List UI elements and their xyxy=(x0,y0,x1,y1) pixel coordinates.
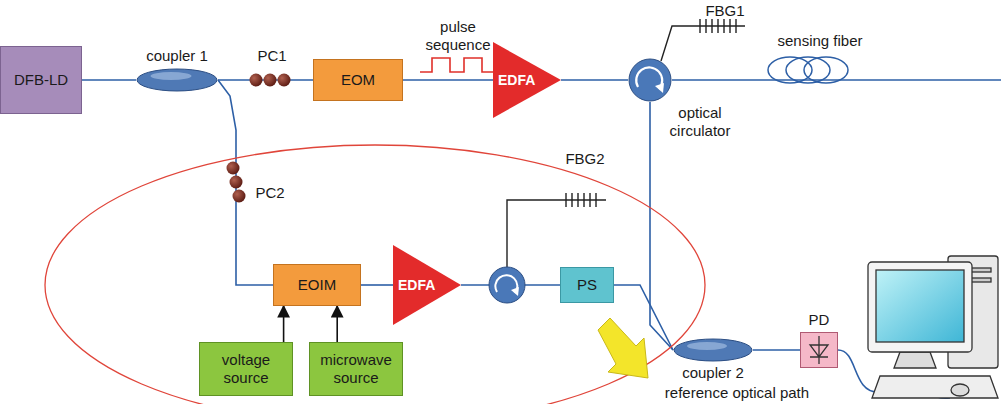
sensing-fiber xyxy=(672,57,1001,83)
control-arrow xyxy=(283,306,285,342)
node-label: coupler 1 xyxy=(146,47,208,65)
node-label: coupler 2 xyxy=(682,364,744,382)
coupler-ellipse: coupler 2 xyxy=(673,338,753,362)
node-label: EDFA xyxy=(398,277,435,294)
node-label: EOIM xyxy=(298,276,336,294)
ellipse-outline xyxy=(136,68,218,92)
amplifier-triangle: EDFA xyxy=(493,42,561,118)
fiber-link xyxy=(82,79,136,81)
photodetector-box: PD xyxy=(800,332,838,368)
fiber-link xyxy=(361,284,393,286)
part-label: PC1 xyxy=(252,47,292,65)
node-label: DFB-LD xyxy=(14,71,68,89)
laser-box: DFB-LD xyxy=(0,46,82,114)
coupler-ellipse: coupler 1 xyxy=(136,68,218,92)
fiber-link xyxy=(753,349,800,351)
source-box: voltage source xyxy=(199,342,293,396)
part-label: PC2 xyxy=(250,184,290,202)
node-label: EOM xyxy=(341,71,375,89)
source-box: microwave source xyxy=(309,342,403,396)
optical-circulator xyxy=(489,267,525,303)
modulator-box: EOM xyxy=(313,59,403,101)
optical-circulator: optical circulator xyxy=(628,58,672,102)
circulator-outline xyxy=(628,58,672,102)
node-label: PD xyxy=(809,311,830,329)
node-label: EDFA xyxy=(498,72,535,89)
part-label: FBG1 xyxy=(700,2,750,20)
fiber-link xyxy=(403,79,493,81)
pulse-waveform xyxy=(420,58,494,72)
computer-icon xyxy=(868,256,998,398)
phase-shifter-box: PS xyxy=(560,267,614,303)
fiber-bragg-grating xyxy=(507,193,606,267)
pointer-arrow xyxy=(598,318,648,378)
polarization-controller xyxy=(250,74,291,87)
node-label: voltage source xyxy=(205,351,287,387)
part-label: sensing fiber xyxy=(765,32,875,50)
node-label: PS xyxy=(577,276,597,294)
part-label: pulse sequence xyxy=(420,18,496,54)
diode-symbol xyxy=(801,333,837,367)
part-label: FBG2 xyxy=(560,150,610,168)
polarization-controller xyxy=(227,162,246,203)
control-arrow xyxy=(336,306,338,342)
amplifier-triangle: EDFA xyxy=(393,245,461,325)
fiber-link xyxy=(218,80,273,285)
fiber-link xyxy=(561,79,628,81)
fiber-link xyxy=(650,102,673,350)
reference-region xyxy=(45,145,705,404)
modulator-box: EOIM xyxy=(273,264,361,306)
node-label: optical circulator xyxy=(660,104,740,140)
ellipse-outline xyxy=(673,338,753,362)
node-label: microwave source xyxy=(315,351,397,387)
part-label: reference optical path xyxy=(652,384,822,402)
fiber-bragg-grating xyxy=(661,19,745,61)
